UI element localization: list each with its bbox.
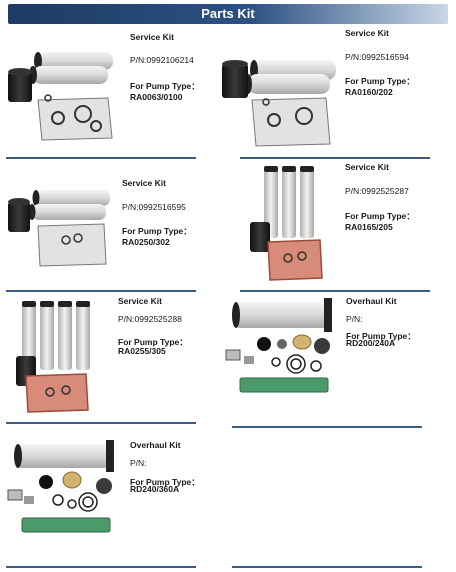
- kit-title: Overhaul Kit: [130, 440, 181, 450]
- divider: [6, 290, 196, 292]
- pump-type-value: RA0165/205: [345, 222, 393, 232]
- kit-title: Service Kit: [345, 162, 389, 172]
- part-number: P/N:0992525288: [118, 314, 182, 324]
- divider: [240, 157, 430, 159]
- pump-type-value: RA0160/202: [345, 87, 393, 97]
- part-number: P/N:0992516594: [345, 52, 409, 62]
- kit-title: Overhaul Kit: [346, 296, 397, 306]
- kit-photo: [250, 166, 323, 281]
- kit-photo: [222, 60, 336, 147]
- pump-type-value: RD240/360A: [130, 484, 180, 494]
- pump-type-value: RD200/240A: [346, 338, 396, 348]
- pump-type-value: RA0255/305: [118, 346, 166, 356]
- pump-type-label: For Pump Type：: [130, 81, 200, 91]
- divider: [6, 157, 196, 159]
- part-number: P/N:0992106214: [130, 55, 194, 65]
- page-title: Parts Kit: [201, 6, 255, 21]
- kit-title: Service Kit: [118, 296, 162, 306]
- kit-photo: [7, 440, 114, 533]
- part-number: P/N:0992525287: [345, 186, 409, 196]
- divider: [6, 566, 196, 568]
- part-number: P/N:: [346, 314, 363, 324]
- pump-type-value: RA0250/302: [122, 237, 170, 247]
- part-number: P/N:0992516595: [122, 202, 186, 212]
- pump-type-label: For Pump Type：: [345, 211, 415, 221]
- page-header-banner: Parts Kit: [8, 4, 448, 24]
- divider: [240, 290, 430, 292]
- kit-photo: [16, 301, 90, 413]
- kit-title: Service Kit: [130, 32, 174, 42]
- divider: [6, 422, 196, 424]
- divider: [232, 426, 422, 428]
- kit-photo: [8, 52, 113, 141]
- kit-photo: [225, 298, 332, 393]
- kit-photo: [8, 190, 110, 267]
- pump-type-label: For Pump Type：: [118, 337, 188, 347]
- pump-type-label: For Pump Type：: [346, 331, 416, 341]
- kit-title: Service Kit: [122, 178, 166, 188]
- divider: [232, 566, 422, 568]
- pump-type-label: For Pump Type：: [122, 226, 192, 236]
- pump-type-label: For Pump Type：: [130, 477, 200, 487]
- pump-type-label: For Pump Type：: [345, 76, 415, 86]
- part-number: P/N:: [130, 458, 147, 468]
- kit-title: Service Kit: [345, 28, 389, 38]
- pump-type-value: RA0063/0100: [130, 92, 183, 102]
